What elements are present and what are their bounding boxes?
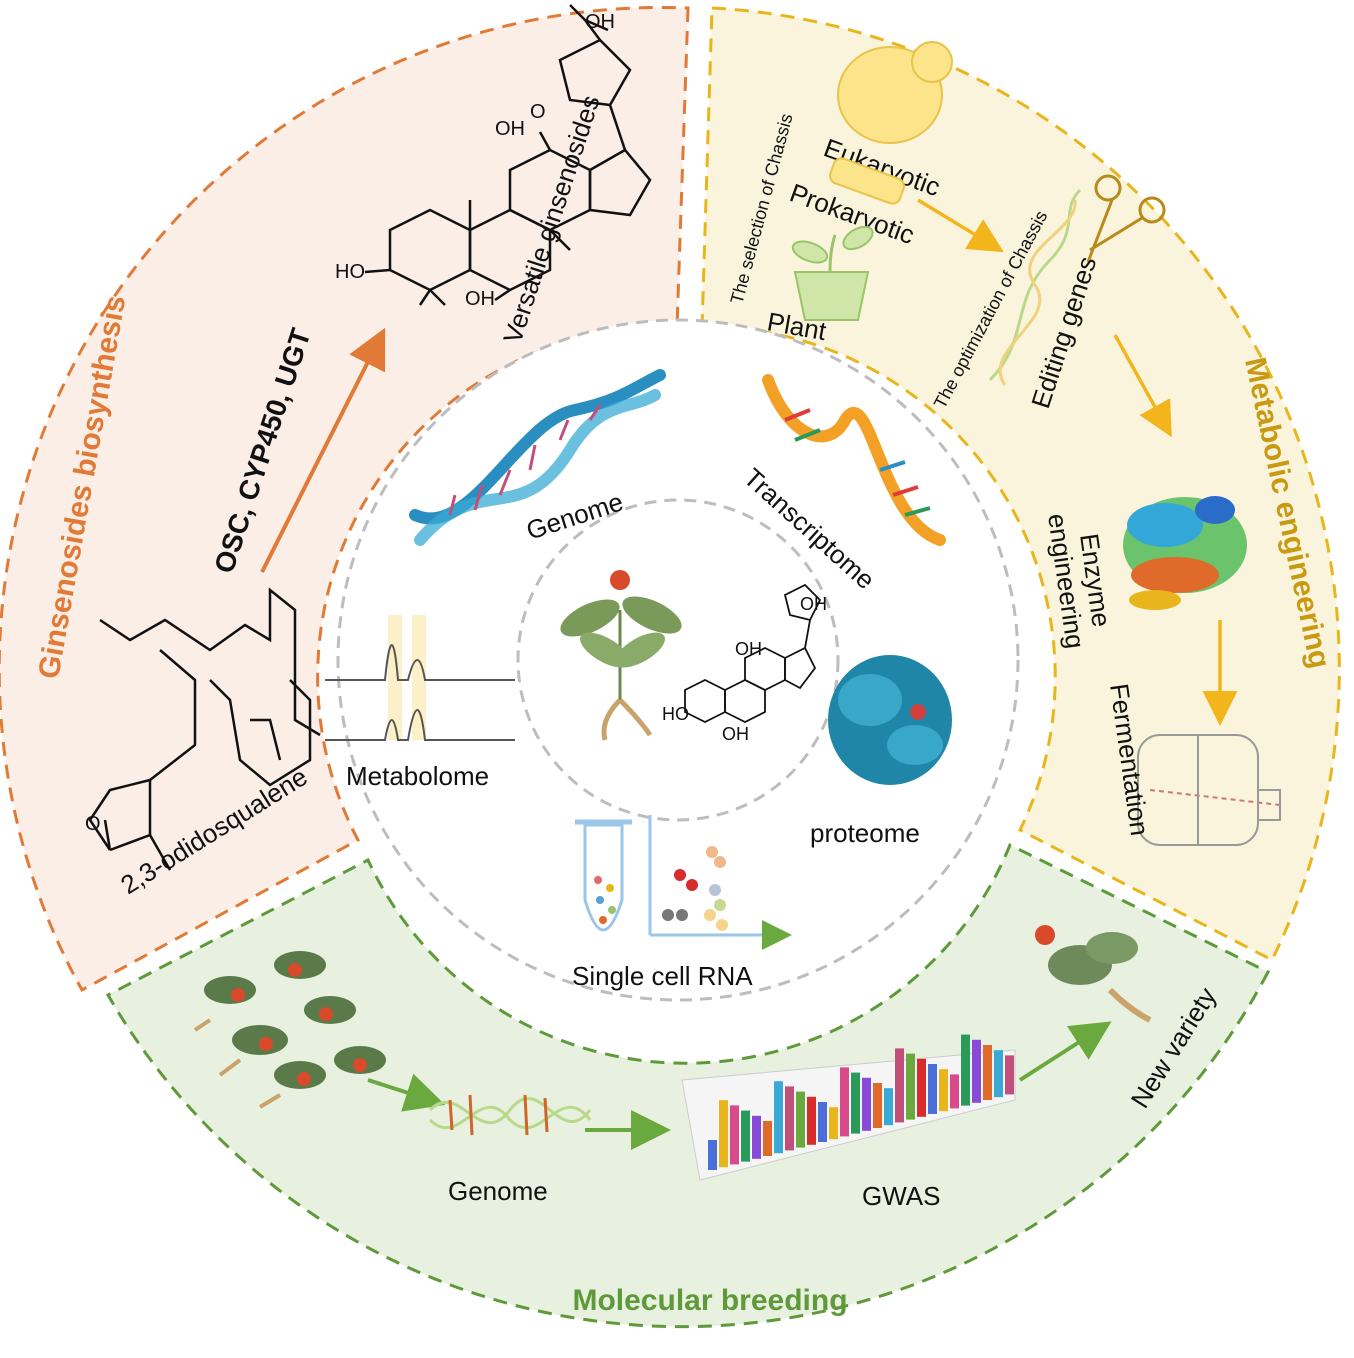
gwas-bar — [785, 1086, 794, 1151]
genome-dna-rungs — [448, 404, 602, 516]
transcriptome-rungs — [784, 408, 931, 517]
proteome-icon — [828, 655, 952, 785]
gwas-bar — [774, 1081, 783, 1154]
gwas-bar — [719, 1100, 728, 1168]
metabolic-arrow-1 — [917, 198, 1004, 253]
yeast-icon — [837, 41, 953, 144]
breeding-arrow-1 — [367, 1073, 446, 1112]
o-label-epoxide: O — [85, 813, 101, 835]
ginseng-field-icon — [193, 951, 386, 1109]
dna-edit-icon — [988, 188, 1082, 386]
ho-label-3: HO — [335, 261, 365, 283]
gwas-bar — [928, 1064, 937, 1114]
gwas-bar — [840, 1067, 849, 1137]
gwas-bar — [807, 1096, 816, 1145]
gwas-bar — [862, 1077, 871, 1131]
core-oh-12: OH — [735, 639, 762, 659]
oh-label-12: OH — [495, 118, 525, 140]
breeding-arrow-3 — [1018, 1021, 1112, 1082]
gwas-bar — [818, 1102, 827, 1142]
gwas-bar — [752, 1115, 761, 1159]
single-cell-scatter-icon — [648, 815, 792, 950]
transcriptome-rna-icon — [762, 374, 946, 546]
potted-plant-icon — [791, 225, 874, 321]
gwas-bar — [983, 1045, 992, 1100]
new-variety-plant-icon — [1035, 925, 1152, 1023]
oh-label-6: OH — [465, 288, 495, 310]
gwas-bar — [741, 1110, 750, 1162]
breeding-title: Molecular breeding — [572, 1284, 847, 1317]
gwas-bar — [950, 1074, 959, 1109]
ginseng-plant-icon — [560, 570, 682, 741]
core-ring — [516, 498, 840, 822]
gwas-bar — [884, 1088, 893, 1126]
o-label-ring: O — [530, 101, 546, 123]
single-cell-tube-icon — [575, 819, 632, 932]
core-ho-3: HO — [662, 704, 689, 724]
bacterium-icon — [829, 157, 905, 205]
core-ginsenoside-structure — [684, 583, 822, 724]
metabolome-chromatogram-icon — [325, 615, 515, 741]
gwas-bar — [972, 1039, 981, 1103]
scissors-icon — [1086, 174, 1166, 263]
gwas-bar — [763, 1121, 772, 1156]
gwas-bar — [994, 1050, 1003, 1098]
gwas-bar — [917, 1058, 926, 1117]
oh-label-top: OH — [585, 11, 615, 33]
gwas-bar — [829, 1107, 838, 1140]
core-oh-top: OH — [800, 594, 827, 614]
omics-proteome-label: proteome — [810, 818, 920, 848]
enzyme-protein-icon — [1123, 496, 1247, 610]
gwas-bar — [851, 1072, 860, 1134]
gwas-bar — [1005, 1055, 1014, 1095]
gwas-bar — [796, 1091, 805, 1148]
gwas-bar — [873, 1083, 882, 1128]
squalene-structure — [88, 587, 321, 871]
core-oh-6: OH — [722, 724, 749, 744]
gwas-bar — [906, 1053, 915, 1120]
gwas-bar — [895, 1048, 904, 1123]
ginsenoside-structure — [364, 4, 652, 306]
omics-single-cell-label: Single cell RNA — [572, 961, 753, 991]
genome-dna-icon — [409, 369, 666, 546]
gwas-bar — [961, 1034, 970, 1106]
gwas-manhattan-plot — [681, 1034, 1016, 1181]
metabolic-arrow-2 — [1113, 334, 1172, 438]
breeding-genome-label: Genome — [448, 1176, 548, 1206]
breeding-gwas-label: GWAS — [862, 1181, 940, 1211]
biosynthesis-arrow — [260, 327, 386, 573]
gwas-bar — [939, 1069, 948, 1112]
gwas-bar — [730, 1105, 739, 1165]
omics-metabolome-label: Metabolome — [346, 761, 489, 791]
breeding-dna-icon — [428, 1094, 592, 1136]
fermenter-icon — [1137, 734, 1281, 846]
gwas-bar — [708, 1140, 717, 1170]
biosynthesis-sector — [0, 5, 690, 993]
